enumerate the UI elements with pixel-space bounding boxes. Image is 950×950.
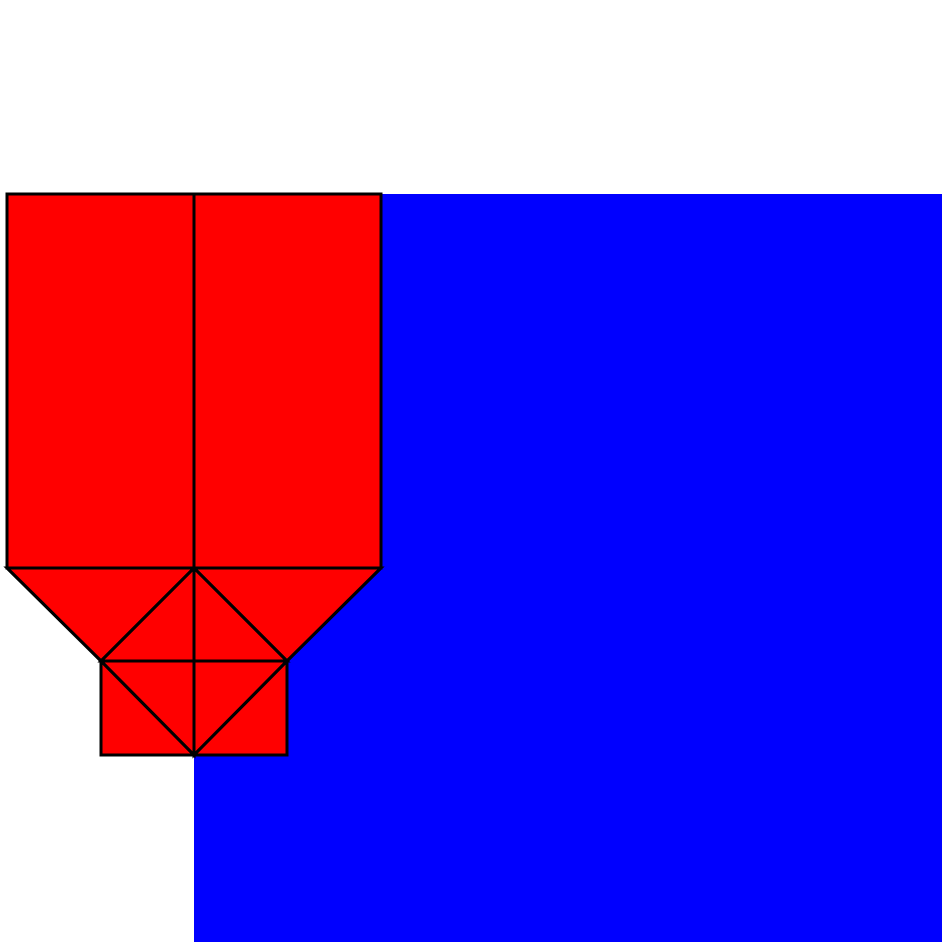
upper-rect-left bbox=[5, 192, 196, 570]
upper-rect-right bbox=[192, 192, 383, 570]
diagonal-a bbox=[99, 566, 196, 663]
diagonal-b bbox=[192, 566, 289, 663]
outer-outline bbox=[5, 192, 383, 757]
red-figure bbox=[3, 192, 385, 759]
diagonal-d bbox=[192, 659, 289, 757]
diagonal-c bbox=[99, 659, 196, 757]
